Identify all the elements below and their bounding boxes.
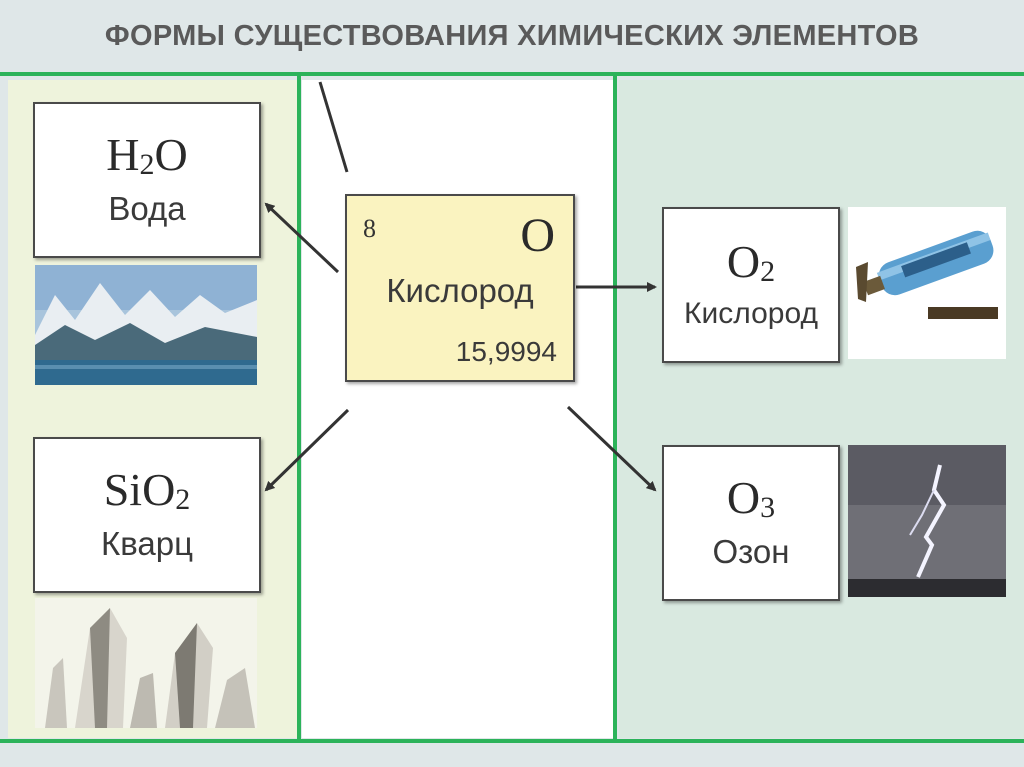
- center-panel: [302, 80, 614, 738]
- compound-card-water: H2O Вода: [33, 102, 261, 258]
- atomic-number: 8: [363, 214, 376, 243]
- substance-name-o2: Кислород: [684, 297, 818, 330]
- element-name: Кислород: [386, 272, 534, 309]
- compound-name-water: Вода: [108, 190, 186, 227]
- bottom-divider-line: [0, 739, 1024, 743]
- formula-water: H2O: [106, 129, 188, 181]
- substance-name-o3: Озон: [712, 533, 790, 570]
- arrow-to-quartz: [264, 408, 350, 492]
- lightning-image: [848, 445, 1006, 597]
- element-card-oxygen: 8 O Кислород 15,9994: [345, 194, 575, 382]
- oxygen-cylinder-image: [848, 207, 1006, 359]
- compound-card-quartz: SiO2 Кварц: [33, 437, 261, 593]
- mountain-lake-image: [35, 265, 257, 385]
- substance-card-o3: O3 Озон: [662, 445, 840, 601]
- arrow-to-water: [264, 202, 340, 274]
- formula-o3: O3: [726, 472, 776, 524]
- formula-quartz: SiO2: [103, 464, 191, 516]
- formula-o2: O2: [726, 236, 776, 288]
- compound-name-quartz: Кварц: [101, 525, 193, 562]
- page-title: ФОРМЫ СУЩЕСТВОВАНИЯ ХИМИЧЕСКИХ ЭЛЕМЕНТОВ: [104, 19, 920, 52]
- arrow-to-ozone: [566, 405, 657, 492]
- right-panel: [619, 80, 1024, 738]
- atomic-mass: 15,9994: [455, 336, 557, 367]
- right-column-divider: [613, 72, 617, 743]
- top-connector-line: [318, 81, 349, 173]
- substance-card-o2: O2 Кислород: [662, 207, 840, 363]
- top-divider-line: [0, 72, 1024, 76]
- quartz-crystals-image: [35, 598, 257, 728]
- element-symbol: O: [520, 209, 555, 262]
- left-column-divider: [297, 72, 301, 743]
